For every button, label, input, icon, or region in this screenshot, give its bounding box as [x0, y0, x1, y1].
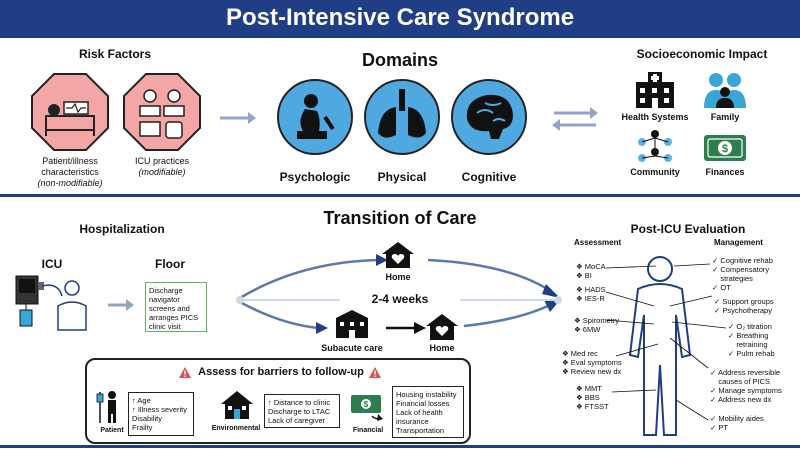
assessment-cognitive-list: ❖ MoCA ❖ BI — [576, 262, 606, 280]
weeks-label: 2-4 weeks — [340, 292, 460, 306]
bottom-rule — [0, 445, 800, 448]
domain-psychologic-label: Psychologic — [279, 170, 351, 184]
assessment-strength-list: ❖ MMT ❖ BBS ❖ FTSST — [576, 384, 609, 411]
risk-to-domains-arrow — [220, 112, 256, 124]
assessment-medical-list: ❖ Med rec ❖ Eval symptoms ❖ Review new d… — [562, 349, 622, 376]
page-title: Post-Intensive Care Syndrome — [225, 4, 575, 31]
subacute-care-icon — [336, 310, 368, 338]
management-medical-list: ✓ Address reversible causes of PICS ✓ Ma… — [710, 368, 782, 404]
svg-text:$: $ — [364, 400, 369, 409]
environmental-house-icon — [221, 391, 253, 419]
risk-factors-heading: Risk Factors — [78, 47, 152, 61]
patient-barrier-label: Patient — [100, 427, 124, 434]
evaluation-connector-lines — [605, 263, 727, 421]
patient-risk-label-line3: (non-modifiable) — [37, 178, 103, 188]
health-systems-icon — [636, 72, 674, 108]
assessment-heading: Assessment — [574, 238, 622, 247]
socio-heading: Socioeconomic Impact — [636, 47, 768, 61]
svg-text:$: $ — [722, 143, 728, 155]
domain-physical-label: Physical — [377, 170, 427, 184]
hospitalization-heading: Hospitalization — [79, 222, 165, 236]
patient-barrier-icon — [96, 391, 116, 423]
icu-practices-label-line2: (modifiable) — [138, 167, 186, 177]
health-systems-label: Health Systems — [621, 112, 689, 122]
post-icu-heading: Post-ICU Evaluation — [630, 222, 746, 236]
home-top-icon — [382, 242, 414, 268]
icu-practices-label-line1: ICU practices — [134, 156, 189, 166]
patient-risk-label-line1: Patient/illness — [42, 156, 98, 166]
patient-risk-label-line2: characteristics — [41, 167, 99, 177]
transition-heading: Transition of Care — [323, 208, 477, 228]
domains-heading: Domains — [361, 50, 439, 70]
psychologic-icon — [277, 79, 353, 155]
icu-heading: ICU — [41, 257, 63, 271]
home-bottom-icon — [426, 314, 458, 340]
family-icon — [704, 73, 746, 108]
finances-dollar-icon: $ — [704, 135, 746, 161]
section-divider — [0, 194, 800, 197]
management-heading: Management — [714, 238, 763, 247]
assessment-physical-list: ❖ Spirometry ❖ 6MW — [574, 316, 620, 334]
domain-cognitive-label: Cognitive — [461, 170, 517, 184]
floor-heading: Floor — [155, 257, 185, 271]
physical-lungs-icon — [364, 79, 440, 155]
icu-practices-icon — [123, 73, 201, 151]
financial-barrier-label: Financial — [352, 427, 384, 434]
icu-to-floor-arrow — [108, 299, 134, 311]
community-label: Community — [630, 167, 680, 177]
subacute-care-label: Subacute care — [321, 343, 383, 353]
home-top-label: Home — [385, 272, 411, 282]
management-psych-list: ✓ Support groups ✓ Psychotherapy — [714, 297, 774, 315]
financial-barrier-icon: $ — [351, 395, 383, 421]
management-pulmonary-list: ✓ O₂ titration ✓ Breathing retraining ✓ … — [728, 322, 775, 358]
community-icon — [638, 130, 672, 162]
environmental-barrier-list: ↑ Distance to clinic Discharge to LTAC L… — [264, 394, 340, 428]
home-bottom-label: Home — [429, 343, 455, 353]
warning-left-icon — [179, 367, 191, 378]
cognitive-brain-icon — [451, 79, 527, 155]
icu-practices-label: ICU practices (modifiable) — [112, 156, 212, 178]
body-silhouette-icon — [628, 256, 692, 436]
financial-barrier-list: Housing instability Financial losses Lac… — [392, 386, 464, 438]
management-cognitive-list: ✓ Cognitive rehab ✓ Compensatory strateg… — [712, 256, 773, 292]
patient-risk-label: Patient/illness characteristics (non-mod… — [20, 156, 120, 189]
discharge-navigator-box: Discharge navigator screens and arranges… — [145, 282, 207, 332]
finances-label: Finances — [705, 167, 745, 177]
barriers-heading: Assess for barriers to follow-up — [198, 366, 364, 378]
environmental-barrier-label: Environmental — [211, 425, 261, 432]
icu-patient-icon — [15, 275, 87, 331]
assessment-psych-list: ❖ HADS ❖ IES-R — [576, 285, 606, 303]
family-label: Family — [710, 112, 740, 122]
management-mobility-list: ✓ Mobility aides ✓ PT — [710, 414, 764, 432]
warning-right-icon — [369, 367, 381, 378]
title-bar — [0, 0, 800, 38]
domains-socio-bidirectional-arrow — [552, 107, 598, 131]
patient-risk-icon — [31, 73, 109, 151]
patient-barrier-list: ↑ Age ↑ Illness severity Disability Frai… — [128, 392, 194, 436]
